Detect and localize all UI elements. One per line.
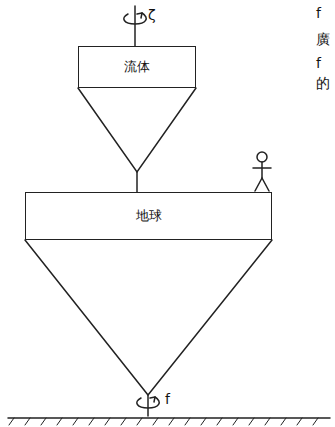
symbol-label: f (165, 392, 170, 406)
band-box: 流体 (78, 46, 196, 88)
band-label: 地球 (136, 207, 162, 225)
upper-cone (78, 88, 196, 172)
axis-line (134, 6, 136, 46)
symbol-label: 廣 (316, 32, 330, 46)
symbol-label: 的 (316, 76, 330, 90)
person-arms (253, 167, 271, 169)
symbol-label: f (316, 56, 321, 70)
symbol-label: ζ (148, 8, 156, 22)
ground-hatch (9, 418, 318, 425)
stick-line (136, 172, 138, 192)
person-legs (255, 178, 269, 191)
ground-line (8, 417, 330, 419)
symbol-label: f (316, 6, 321, 20)
person-body (261, 162, 263, 178)
person-head (257, 152, 267, 162)
band-label: 流体 (124, 58, 150, 76)
lower-cone (25, 240, 272, 395)
band-box: 地球 (25, 192, 272, 240)
axis-line (147, 395, 149, 416)
rotation-arrow (137, 397, 159, 408)
arrow-head (150, 397, 155, 402)
arrow-head (137, 13, 142, 18)
rotation-arrow (124, 13, 146, 24)
